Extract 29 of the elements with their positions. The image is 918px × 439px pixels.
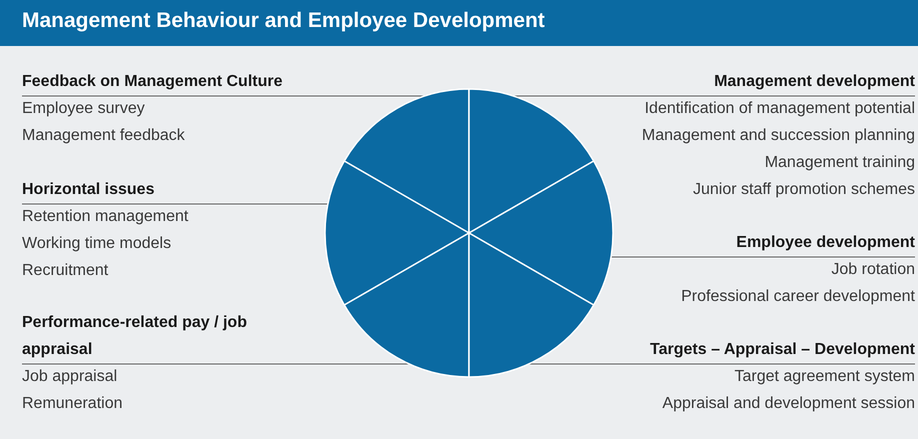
section-heading: Targets – Appraisal – Development xyxy=(650,340,915,360)
leader-line xyxy=(610,256,916,258)
title-banner: Management Behaviour and Employee Development xyxy=(0,0,918,46)
list-item: Remuneration xyxy=(22,394,124,414)
section-heading: Employee development xyxy=(735,233,915,253)
pie-segment xyxy=(468,232,594,378)
list-item: Recruitment xyxy=(22,261,110,281)
pie-segment xyxy=(324,160,470,306)
list-item: Management training xyxy=(764,153,915,173)
pie-segment xyxy=(468,160,614,306)
pie-segment xyxy=(468,88,594,234)
list-item: Retention management xyxy=(22,207,190,227)
list-item: Junior staff promotion schemes xyxy=(692,180,915,200)
list-item: Job rotation xyxy=(830,260,915,280)
section-heading: Feedback on Management Culture xyxy=(22,72,284,92)
list-item: Target agreement system xyxy=(733,367,915,387)
section-heading: Performance-related pay / job appraisal xyxy=(22,313,248,360)
list-item: Professional career development xyxy=(681,287,915,307)
pie-segment xyxy=(344,232,470,378)
list-item: Appraisal and development session xyxy=(661,394,915,414)
list-item: Identification of management potential xyxy=(644,99,915,119)
pie-segment xyxy=(344,88,470,234)
section-heading: Horizontal issues xyxy=(22,180,156,200)
list-item: Management and succession planning xyxy=(642,126,915,146)
list-item: Management feedback xyxy=(22,126,186,146)
section-heading: Management development xyxy=(713,72,915,92)
list-item: Working time models xyxy=(22,234,172,254)
list-item: Job appraisal xyxy=(22,367,118,387)
list-item: Employee survey xyxy=(22,99,146,119)
